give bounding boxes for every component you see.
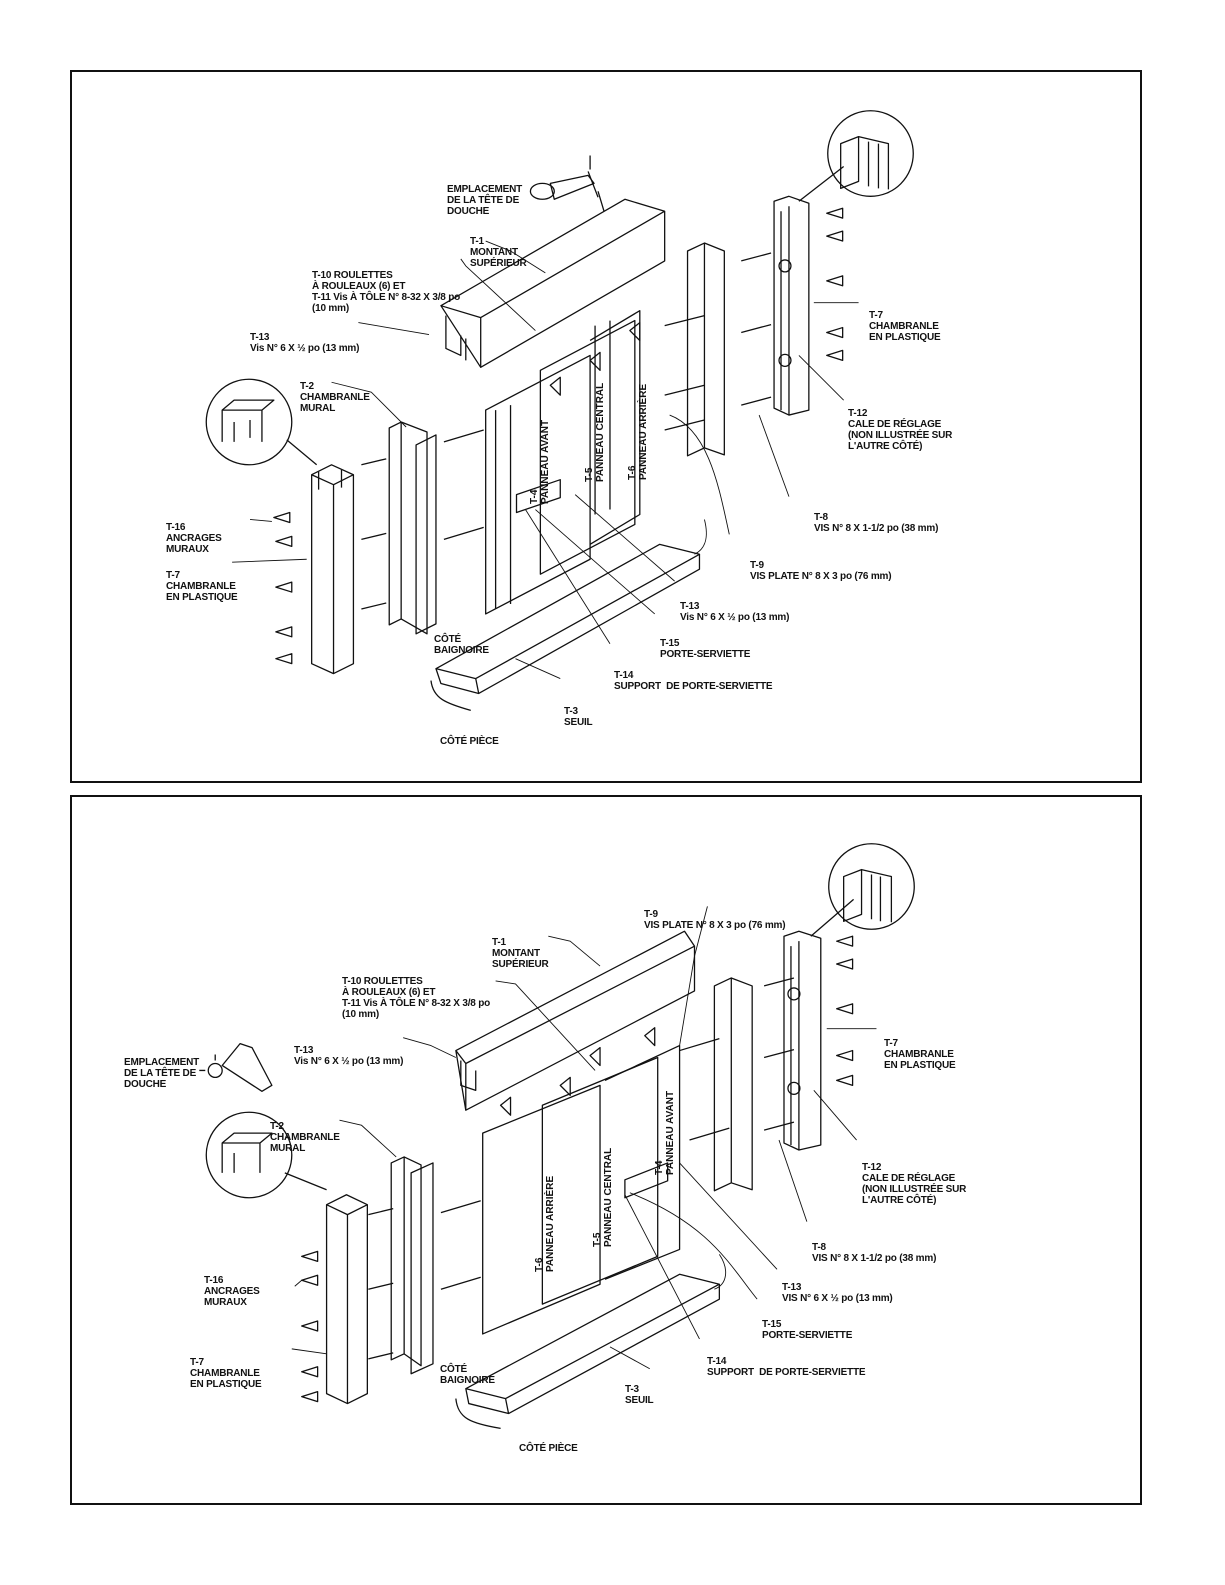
top-rail <box>440 198 666 368</box>
exploded-view-drawing-bottom <box>199 843 915 1430</box>
wall-jamb <box>368 1156 434 1375</box>
exploded-view-drawing-top <box>205 110 914 712</box>
right-plastic-jamb <box>763 898 855 1151</box>
right-plastic-jamb <box>741 165 845 416</box>
detail-circle-left <box>205 378 318 466</box>
shower-head-icon <box>199 1042 273 1092</box>
leader-lines <box>232 240 859 679</box>
detail-circle-left <box>205 1111 327 1199</box>
top-rail <box>455 930 696 1111</box>
wall-jamb <box>361 421 437 635</box>
wall-anchors-left <box>301 1250 319 1403</box>
shower-head-icon <box>529 155 605 212</box>
detail-circle-right <box>828 843 915 930</box>
threshold <box>430 543 701 712</box>
leader-lines <box>291 906 877 1370</box>
threshold <box>455 1273 721 1430</box>
detail-circle-right <box>827 110 914 197</box>
sliding-panels <box>443 310 641 615</box>
left-plastic-jamb <box>311 464 355 675</box>
left-plastic-jamb <box>325 1194 368 1405</box>
label-room-side: CÔTÉ PIÈCE <box>519 1443 578 1454</box>
right-wall-channel <box>713 977 753 1192</box>
label-room-side: CÔTÉ PIÈCE <box>440 736 499 747</box>
wall-anchors-right <box>826 207 844 362</box>
wall-anchors-left <box>273 511 293 665</box>
sliding-panels <box>440 1027 730 1335</box>
wall-anchors-right <box>836 935 854 1087</box>
right-wall-channel <box>664 242 725 457</box>
